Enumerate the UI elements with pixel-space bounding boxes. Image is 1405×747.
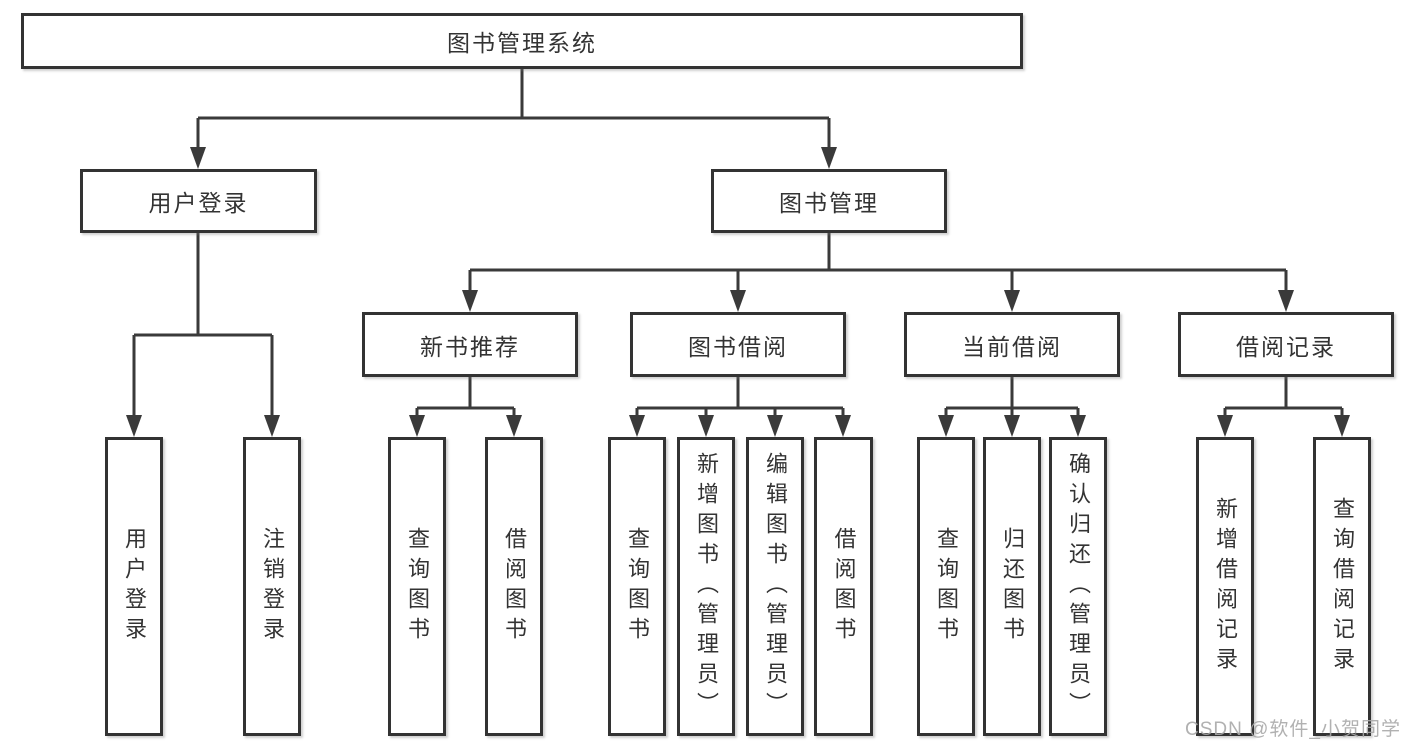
node-confirm-return-admin: 确认归还（管理员） [1049, 437, 1107, 736]
arrowhead-icons [126, 147, 1350, 437]
node-user-login-leaf: 用户登录 [105, 437, 163, 736]
node-user-login: 用户登录 [80, 169, 317, 233]
node-borrow-books-borrowing: 借阅图书 [814, 437, 873, 736]
node-query-books-current: 查询图书 [917, 437, 975, 736]
node-new-book-recommend: 新书推荐 [362, 312, 578, 377]
csdn-watermark: CSDN @软件_小贺同学 [1185, 719, 1401, 740]
node-add-books-admin: 新增图书（管理员） [677, 437, 735, 736]
connector-paths [132, 69, 1344, 417]
node-book-management: 图书管理 [711, 169, 947, 233]
node-borrowing-records: 借阅记录 [1178, 312, 1394, 377]
node-book-borrowing: 图书借阅 [630, 312, 846, 377]
node-logout: 注销登录 [243, 437, 301, 736]
node-add-borrow-record: 新增借阅记录 [1196, 437, 1254, 736]
node-query-books-borrowing: 查询图书 [608, 437, 666, 736]
node-edit-books-admin: 编辑图书（管理员） [746, 437, 804, 736]
node-library-management-system: 图书管理系统 [21, 13, 1023, 69]
node-query-books-recommend: 查询图书 [388, 437, 446, 736]
node-borrow-books-recommend: 借阅图书 [485, 437, 543, 736]
node-return-books: 归还图书 [983, 437, 1041, 736]
node-current-borrowing: 当前借阅 [904, 312, 1120, 377]
node-query-borrow-record: 查询借阅记录 [1313, 437, 1371, 736]
